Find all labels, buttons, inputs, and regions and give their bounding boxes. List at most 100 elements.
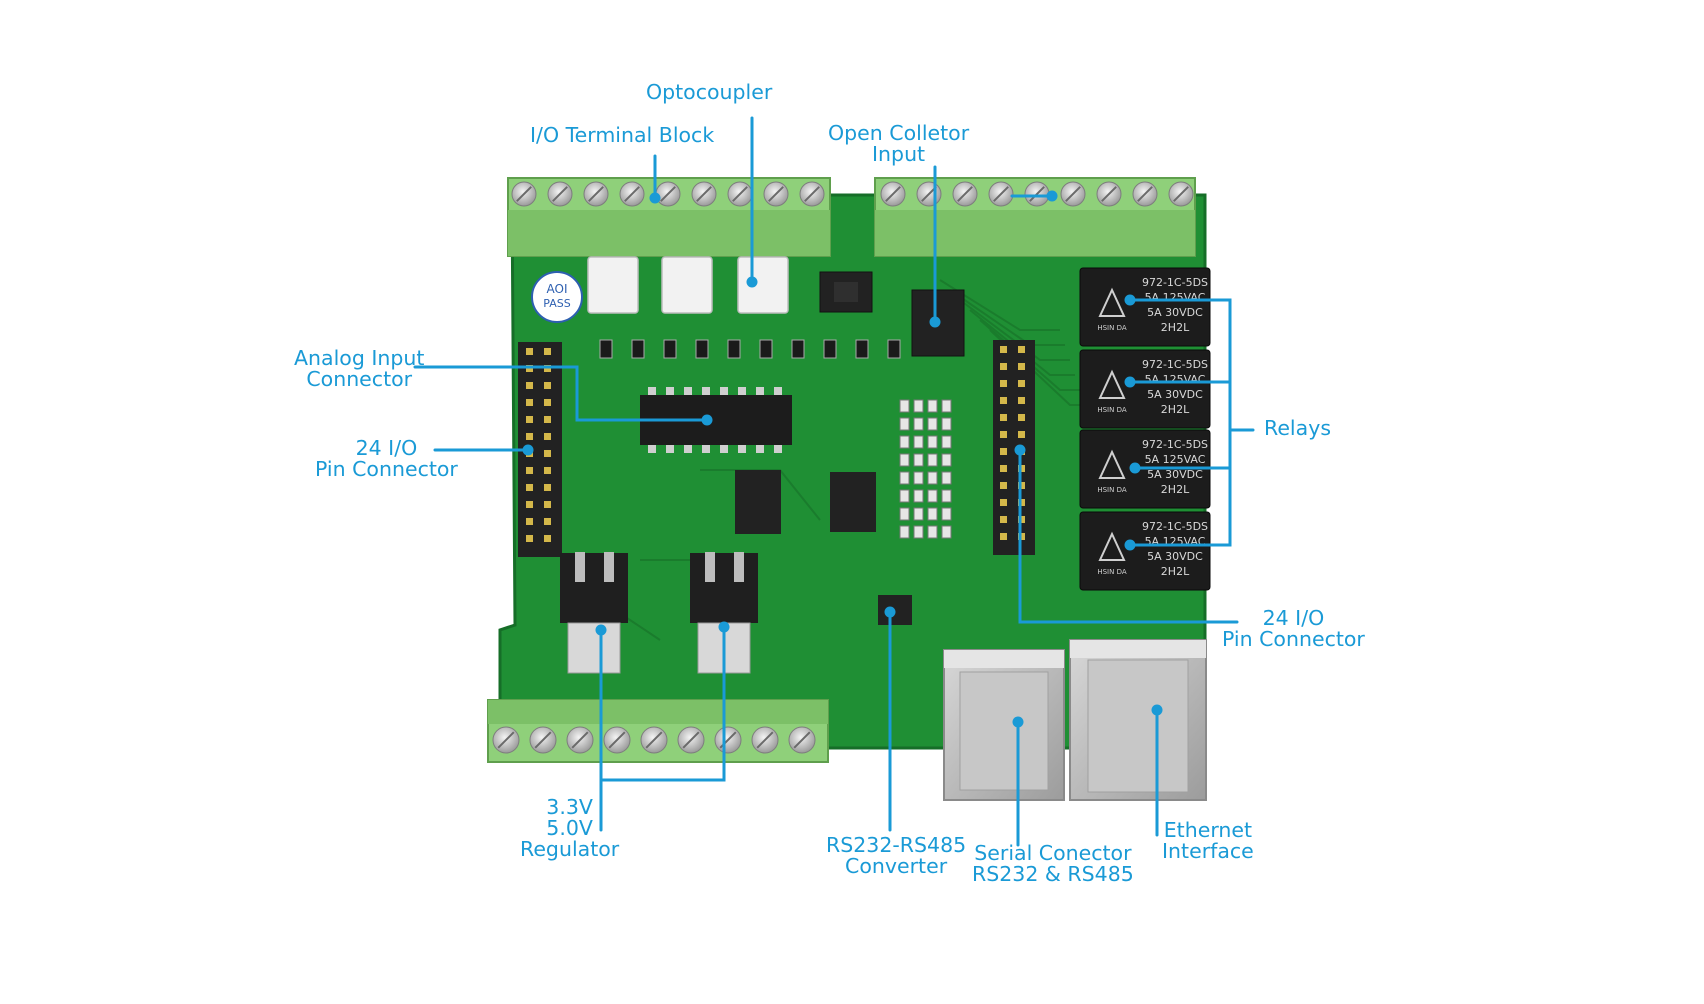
aoi-pass-sticker: AOI PASS (531, 271, 583, 323)
header-pin (544, 416, 551, 423)
smd-resistor (899, 507, 910, 521)
header-pin (1018, 380, 1025, 387)
label-open-collector-line2: Input (872, 142, 926, 166)
label-serial-connector: Serial Conector RS232 & RS485 (972, 843, 1134, 885)
ic-pin (738, 387, 746, 395)
header-pin (1000, 346, 1007, 353)
header-pin (1000, 380, 1007, 387)
screw-slot (1173, 186, 1189, 202)
smd-resistor (927, 435, 938, 449)
ic-pin (648, 445, 656, 453)
screw-slot (696, 186, 712, 202)
relay-marking: 2H2L (1161, 483, 1190, 496)
relay (1079, 511, 1211, 591)
smd-resistor (941, 507, 952, 521)
smd-resistor (913, 489, 924, 503)
header-pin (526, 382, 533, 389)
smd-resistor (927, 471, 938, 485)
relay-brand: HSIN DA (1097, 486, 1127, 494)
label-regulator: 3.3V 5.0V Regulator (520, 797, 619, 860)
screw-slot (756, 731, 774, 749)
ic-pin (756, 445, 764, 453)
label-open-collector: Open Colletor Input (828, 123, 969, 165)
smd-resistor (913, 471, 924, 485)
smd-resistor (941, 435, 952, 449)
power-terminal-block (487, 699, 829, 763)
screw-slot (682, 731, 700, 749)
ic-pin (720, 387, 728, 395)
label-serial-connector-line1: Serial Conector (974, 841, 1132, 865)
relay-marking: 5A 30VDC (1147, 468, 1203, 481)
relay-marking: 5A 125VAC (1145, 373, 1206, 386)
header-pin (1000, 363, 1007, 370)
relay-marking: 5A 30VDC (1147, 388, 1203, 401)
header-pin (1018, 397, 1025, 404)
screw-slot (732, 186, 748, 202)
header-pin (526, 518, 533, 525)
smd-resistor (927, 507, 938, 521)
screw-slot (885, 186, 901, 202)
dip-socket (819, 271, 873, 313)
header-pin (544, 450, 551, 457)
label-pin-connector-right-line1: 24 I/O (1262, 606, 1325, 630)
smd-resistor (927, 399, 938, 413)
smd-component (759, 339, 773, 359)
relay-brand: HSIN DA (1097, 568, 1127, 576)
relay-marking: 2H2L (1161, 321, 1190, 334)
rj45-serial-connector (943, 649, 1065, 801)
relay-marking: 5A 30VDC (1147, 550, 1203, 563)
label-rs-converter-line2: Converter (845, 854, 948, 878)
screw-slot (1065, 186, 1081, 202)
smd-resistor (913, 417, 924, 431)
header-pin (544, 535, 551, 542)
screw-slot (571, 731, 589, 749)
smd-resistor (941, 489, 952, 503)
io-terminal-block-top-left (507, 177, 831, 257)
smd-component (695, 339, 709, 359)
header-pin (1000, 448, 1007, 455)
header-pin (1000, 465, 1007, 472)
relay-marking: 972-1C-5DS (1142, 358, 1208, 371)
ic-pin (702, 445, 710, 453)
label-io-terminal-block-text: I/O Terminal Block (530, 123, 715, 147)
smd-component (727, 339, 741, 359)
header-pin (544, 467, 551, 474)
smd-resistor (913, 525, 924, 539)
relay-brand: HSIN DA (1097, 406, 1127, 414)
rj45-ethernet-connector (1069, 639, 1207, 801)
aoi-text: AOI (547, 282, 568, 296)
header-pin (544, 399, 551, 406)
smd-resistor (913, 507, 924, 521)
label-pin-connector-left: 24 I/O Pin Connector (315, 438, 458, 480)
relays-group: 972-1C-5DS 5A 125VAC 5A 30VDC 2H2L HSIN DA 97… (1079, 267, 1211, 591)
screw-slot (552, 186, 568, 202)
smd-component (631, 339, 645, 359)
smd-resistor (899, 399, 910, 413)
regulator-3v3 (560, 552, 628, 674)
smd-chip-2 (830, 472, 876, 532)
relay-marking: 972-1C-5DS (1142, 520, 1208, 533)
relay-logo-icon (1098, 531, 1126, 561)
label-analog-input-line1: Analog Input (294, 346, 425, 370)
smd-resistor (899, 489, 910, 503)
ic-pin (648, 387, 656, 395)
label-pin-connector-left-line2: Pin Connector (315, 457, 458, 481)
smd-resistor (899, 525, 910, 539)
label-optocoupler-text: Optocoupler (646, 80, 773, 104)
smd-resistor (899, 453, 910, 467)
label-regulator-line1: 3.3V (546, 795, 593, 819)
smd-resistor (927, 417, 938, 431)
relay-logo-icon (1098, 287, 1126, 317)
relay-marking: 2H2L (1161, 565, 1190, 578)
smd-component (663, 339, 677, 359)
relay-logo-icon (1098, 369, 1126, 399)
header-pin (526, 501, 533, 508)
header-pin (544, 501, 551, 508)
smd-resistor (927, 489, 938, 503)
smd-resistor (913, 399, 924, 413)
header-pin (526, 416, 533, 423)
ic-pin (702, 387, 710, 395)
io-terminal-block-top-right (874, 177, 1196, 257)
label-pin-connector-left-line1: 24 I/O (355, 436, 418, 460)
